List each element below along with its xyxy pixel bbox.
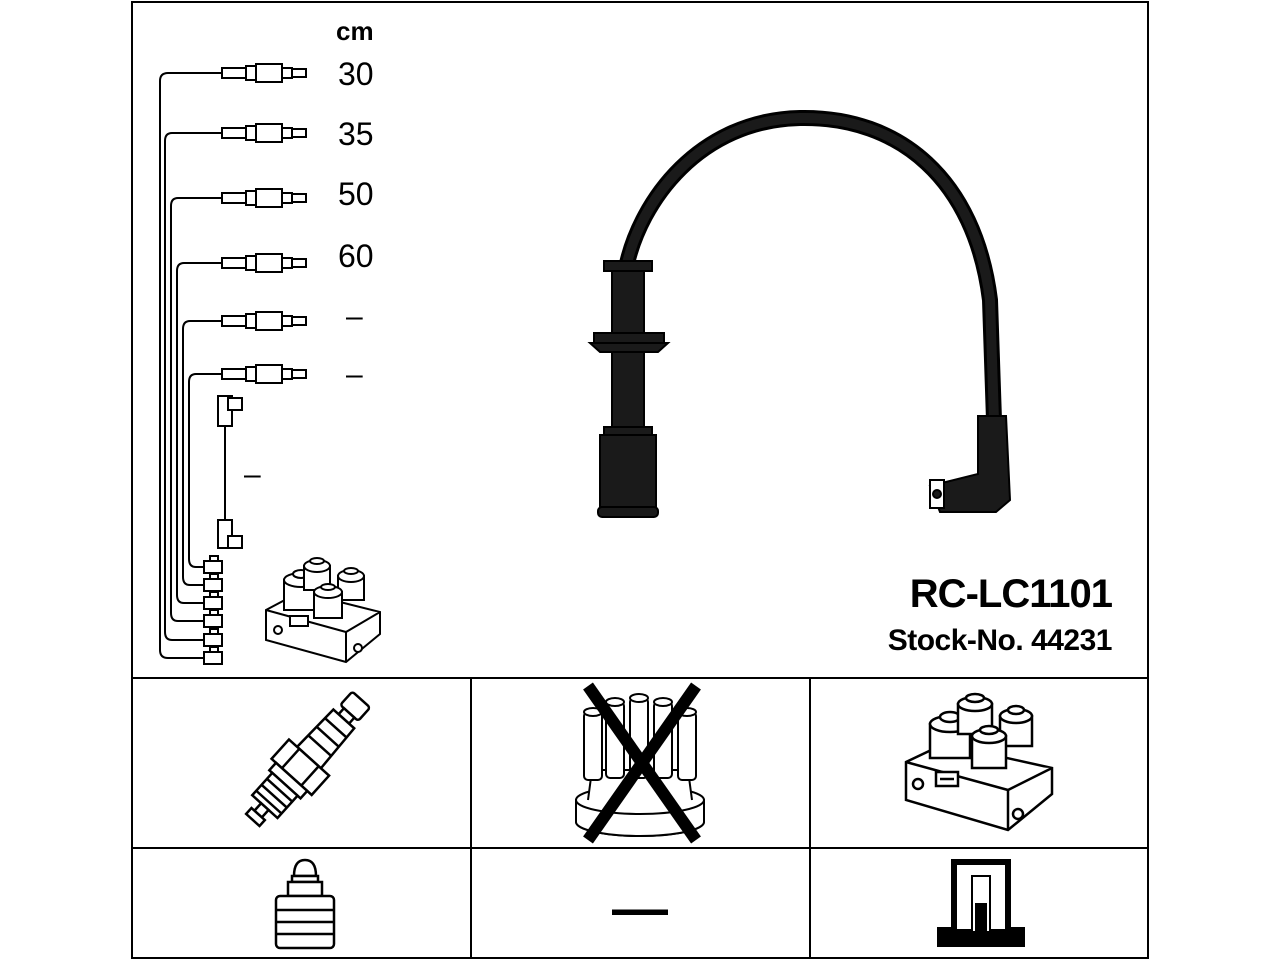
ignition-cable-drawing <box>587 109 1012 518</box>
distributor-terminal-dash: — <box>612 876 668 939</box>
lead-4 <box>176 262 222 604</box>
coil-terminals <box>203 555 223 665</box>
lead-5 <box>182 320 222 586</box>
coil-boot <box>928 415 1012 513</box>
lead-1 <box>159 72 222 659</box>
ignition-coil-icon <box>904 692 1054 832</box>
lead-length-2: 35 <box>338 116 374 152</box>
stock-label: Stock-No. <box>887 624 1024 657</box>
part-number: RC-LC1101 <box>909 572 1113 616</box>
lead-length-4: 60 <box>338 238 374 274</box>
coil-lead <box>217 395 243 549</box>
not-applicable-cross-icon <box>583 682 701 844</box>
plug-terminal-icon <box>274 858 336 950</box>
stock-number: 44231 <box>1031 624 1112 657</box>
lead-2 <box>164 132 222 641</box>
small-coil-pack <box>265 557 381 664</box>
coil-terminal-icon <box>937 859 1025 947</box>
lead-set-schematic <box>159 63 381 665</box>
lead-length-1: 30 <box>338 56 374 92</box>
stock-number-line: Stock-No. 44231 <box>860 624 1113 658</box>
lead-3 <box>170 197 222 622</box>
spark-plug-icon <box>244 691 371 828</box>
coil-lead-length: – <box>244 458 261 491</box>
plug-boot <box>587 260 671 518</box>
lead-6 <box>188 373 222 568</box>
lead-length-5: – <box>346 300 363 333</box>
plug-connectors <box>221 63 307 384</box>
frame <box>131 1 1149 959</box>
lead-length-6: – <box>346 358 363 391</box>
lead-length-3: 50 <box>338 176 374 212</box>
unit-label: cm <box>336 16 374 46</box>
